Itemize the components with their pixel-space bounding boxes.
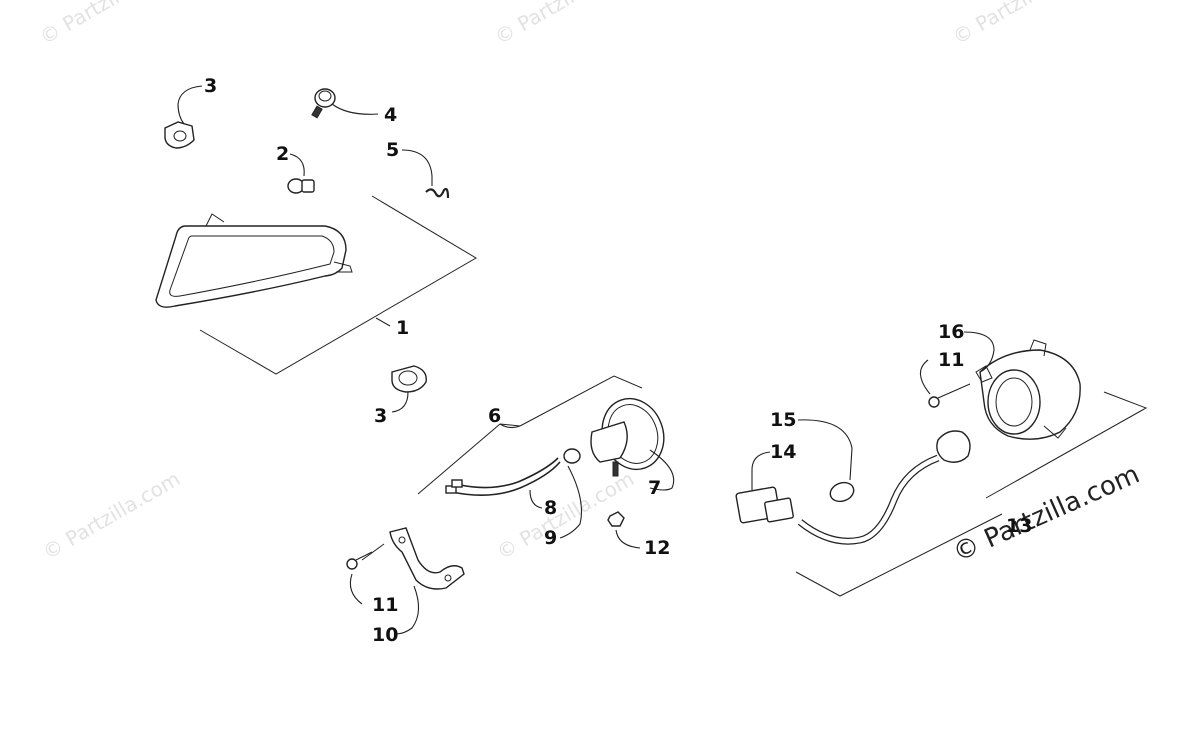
group-bracket-line: [519, 375, 643, 427]
bracket-hole: [398, 536, 406, 544]
leader-line: [331, 103, 379, 115]
headlight-housing: [155, 225, 347, 308]
foglight-ear: [1043, 425, 1067, 439]
callout-3: 3: [204, 75, 217, 97]
foglight-bulb: [829, 481, 855, 503]
callout-15: 15: [770, 409, 796, 431]
callout-3: 3: [374, 405, 387, 427]
grommet-stud: [311, 105, 323, 119]
harness-socket: [936, 430, 971, 463]
grommet-body: [391, 365, 427, 393]
bracket-hole: [444, 574, 452, 582]
callout-9: 9: [544, 527, 557, 549]
leader-line: [963, 331, 995, 373]
leader-line: [499, 423, 521, 429]
group-bracket-line: [795, 513, 1003, 597]
callout-2: 2: [276, 143, 289, 165]
worklight-stud: [612, 461, 619, 477]
watermark-large: © Partzilla.com: [949, 459, 1144, 568]
watermark: © Partzilla.com: [39, 466, 185, 564]
worklight-socket: [590, 421, 628, 463]
grommet-3-lower: [391, 365, 427, 413]
headlight-tab: [205, 213, 225, 227]
leader-line: [529, 489, 543, 509]
mount-bracket-10: [346, 527, 465, 635]
bracket-body: [389, 527, 465, 590]
screw-line: [361, 543, 385, 561]
callout-10: 10: [372, 624, 398, 646]
callout-8: 8: [544, 497, 557, 519]
callout-7: 7: [648, 477, 661, 499]
callout-1: 1: [396, 317, 409, 339]
leader-line: [919, 359, 931, 395]
leader-line: [401, 149, 433, 186]
boot-body: [164, 121, 195, 149]
group-bracket-line: [499, 423, 521, 427]
leader-line: [797, 419, 853, 481]
watermark: © Partzilla.com: [491, 0, 637, 49]
leader-line: [289, 153, 305, 177]
group-bracket-line: [985, 391, 1148, 499]
callout-4: 4: [384, 104, 397, 126]
leader-line: [375, 317, 391, 327]
headlight-lens: [169, 235, 335, 297]
wire-clip: [425, 187, 450, 199]
rubber-boot-top: [164, 85, 203, 149]
leader-line: [649, 449, 675, 491]
watermark: © Partzilla.com: [949, 0, 1095, 49]
harness-connector-body: [764, 497, 794, 523]
screw-shank: [937, 383, 971, 399]
group-bracket-line: [417, 423, 501, 495]
callout-13: 13: [1006, 515, 1032, 537]
work-light-assembly: [417, 375, 675, 549]
callout-11: 11: [938, 349, 964, 371]
leader-line: [559, 465, 583, 539]
grommet-ring: [318, 90, 332, 102]
leader-line: [395, 585, 420, 635]
callout-5: 5: [386, 139, 399, 161]
callout-14: 14: [770, 441, 796, 463]
harness-cable-inner: [798, 455, 939, 544]
worklight-bulb: [563, 448, 581, 464]
nut: [607, 511, 625, 527]
fog-light-assembly: [735, 331, 1148, 597]
headlight-assembly: [155, 195, 477, 375]
wire-terminal: [451, 479, 463, 488]
leader-line: [349, 573, 363, 605]
boot-hole: [173, 130, 187, 142]
leader-line: [751, 451, 771, 490]
screw-shank: [355, 551, 373, 561]
grommet-4: [311, 88, 379, 119]
leader-line: [391, 391, 409, 413]
callout-labels: 1 2 3 3 4 5 6 7 8 9 10 11 11 12 13 14 15…: [204, 75, 1032, 646]
watermark: © Partzilla.com: [36, 0, 182, 49]
foglight-lens-inner: [995, 377, 1033, 427]
screw-head: [346, 558, 358, 570]
callout-11: 11: [372, 594, 398, 616]
leader-line: [615, 529, 641, 549]
leader-line: [177, 85, 203, 125]
callout-12: 12: [644, 537, 670, 559]
headlight-tab: [333, 261, 353, 273]
group-bracket-line: [199, 195, 477, 375]
foglight-ear: [975, 365, 993, 383]
foglight-tab: [1029, 339, 1047, 357]
wire-terminal: [445, 485, 457, 494]
wire-clip-5: [401, 149, 450, 199]
screw-head: [928, 396, 940, 408]
grommet-hole: [398, 370, 418, 386]
callout-16: 16: [938, 321, 964, 343]
harness-wire: [455, 457, 559, 489]
bulb-base: [301, 179, 315, 193]
harness-wire: [451, 461, 561, 496]
callout-6: 6: [488, 405, 501, 427]
bulb-2: [287, 153, 315, 194]
